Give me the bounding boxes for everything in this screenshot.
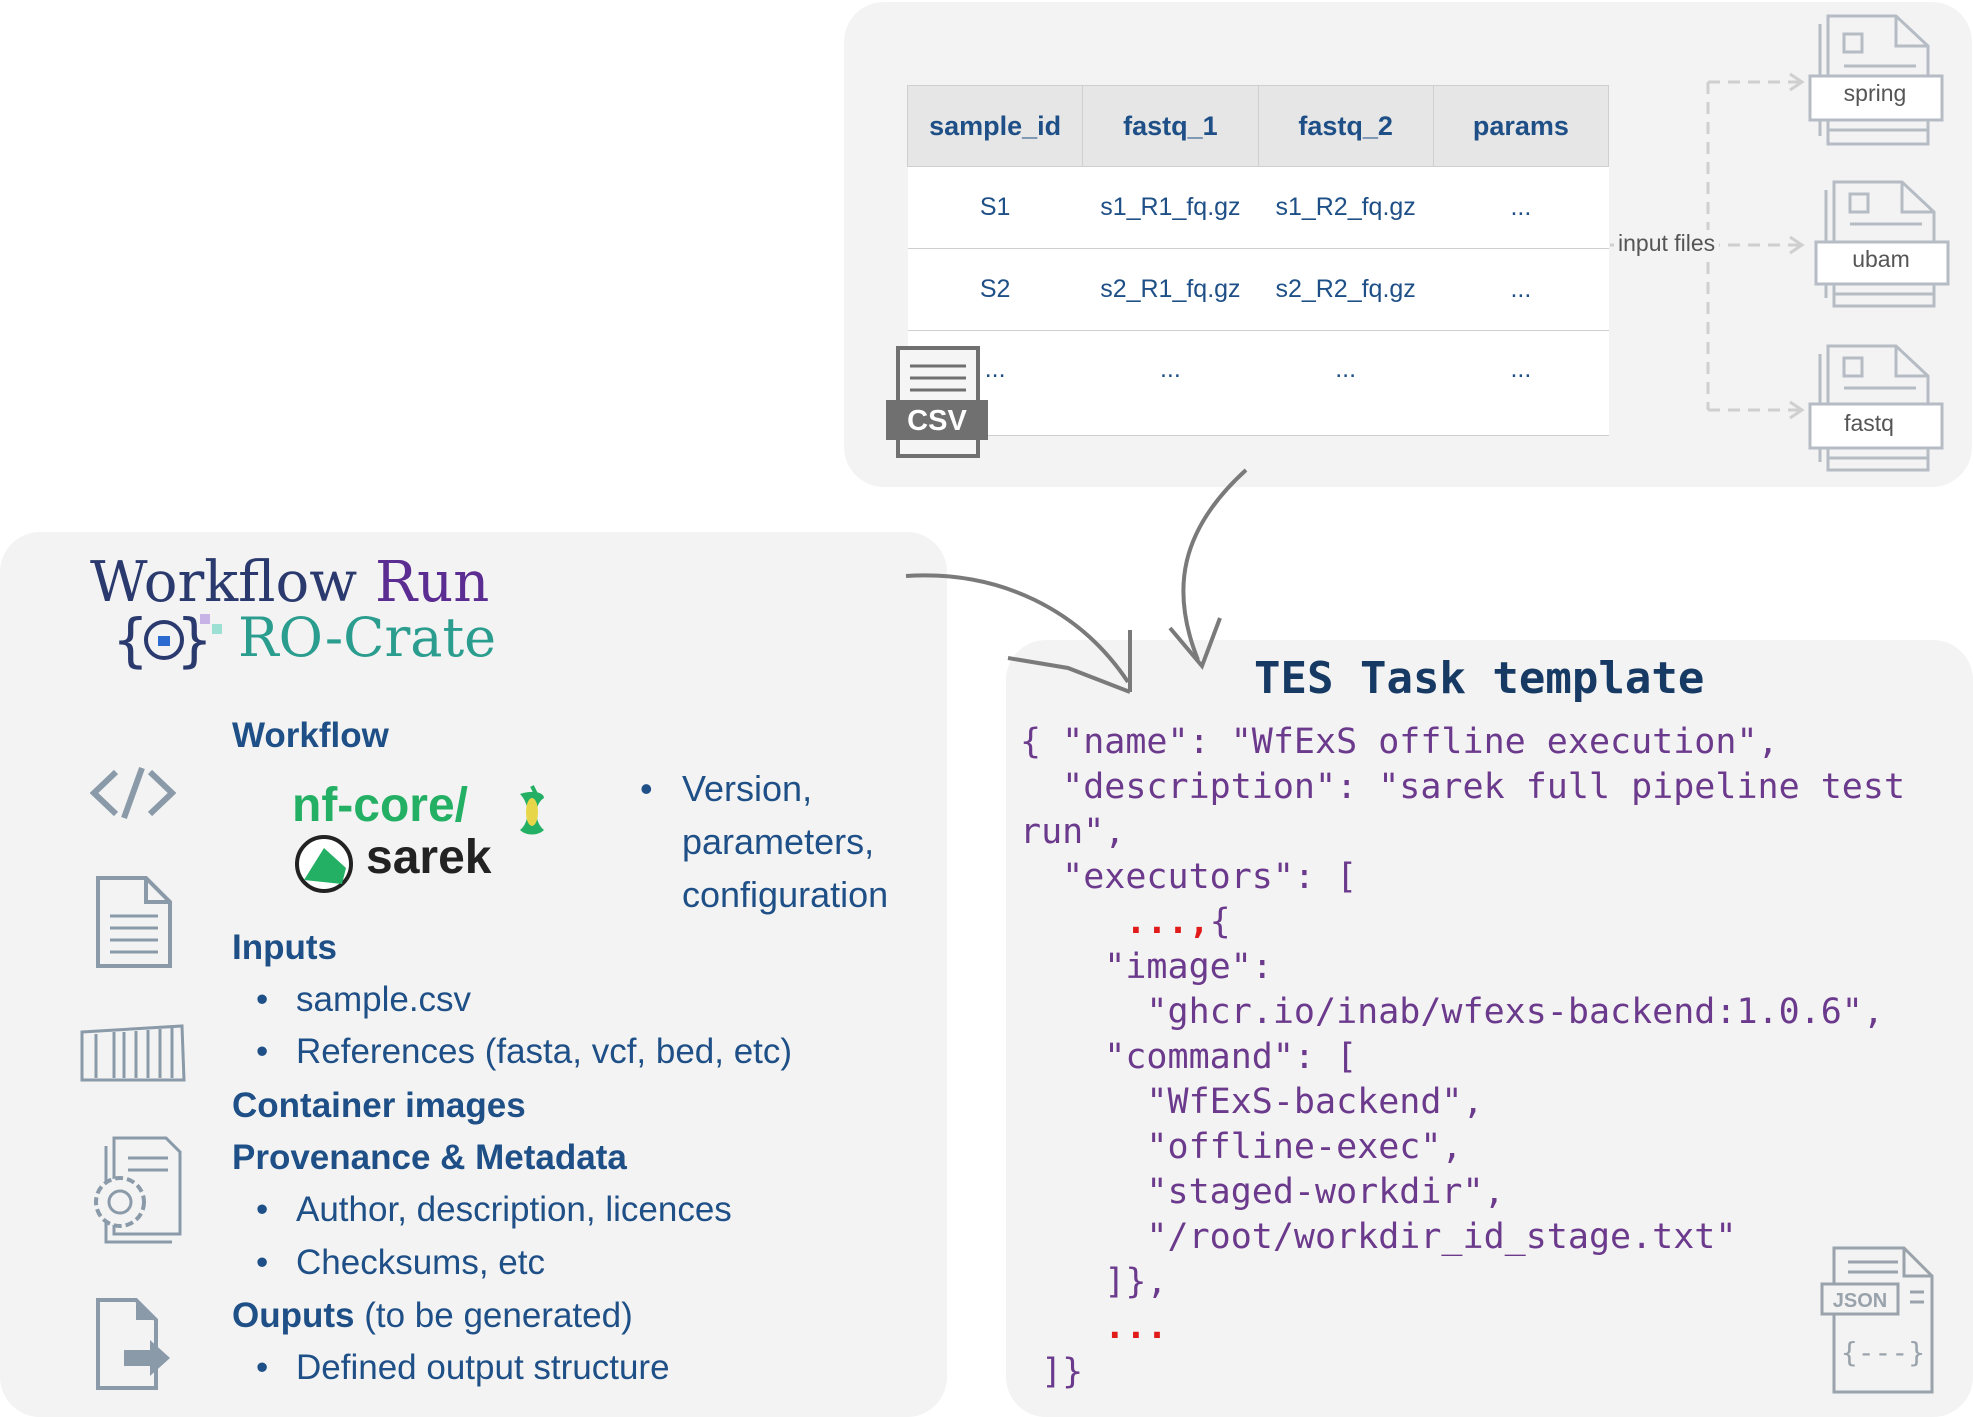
- logo-workflow-text: Workflow: [90, 550, 358, 615]
- json-badge: JSON: [1833, 1290, 1887, 1312]
- spring-file-icon: [1808, 14, 1944, 146]
- workflow-bullet: • Version, parameters, configuration: [640, 762, 889, 921]
- ro-crate-logo-subtitle: RO-Crate: [238, 606, 497, 669]
- json-file-icon: JSON {---}: [1820, 1246, 1934, 1394]
- list-item: Checksums, etc: [256, 1243, 545, 1283]
- outputs-heading-text: Ouputs: [232, 1296, 355, 1335]
- list-item: sample.csv: [256, 980, 471, 1020]
- code-line: "staged-workdir",: [1020, 1172, 1505, 1212]
- ubam-file-icon: [1814, 180, 1950, 308]
- code-line: run",: [1020, 812, 1126, 852]
- metadata-settings-icon: [94, 1136, 182, 1244]
- nf-core-logo-text: nf-core/: [292, 778, 468, 833]
- bullet-icon: •: [640, 768, 653, 809]
- flow-arrows: [905, 468, 1248, 694]
- tes-title: TES Task template: [1254, 653, 1705, 704]
- table-cell: s2_R1_fq.gz: [1082, 248, 1258, 331]
- list-item: Author, description, licences: [256, 1190, 732, 1230]
- code-line: "executors": [: [1020, 857, 1358, 897]
- file-type-label: fastq: [1844, 410, 1894, 436]
- code-line: {: [1209, 902, 1231, 942]
- sarek-logo-icon: [295, 835, 353, 893]
- code-line: "description": "sarek full pipeline test: [1020, 767, 1906, 807]
- file-type-label: ubam: [1852, 246, 1910, 272]
- code-ellipsis: ...: [1104, 1307, 1168, 1347]
- container-images-heading: Container images: [232, 1086, 526, 1125]
- code-line: "WfExS-backend",: [1020, 1082, 1484, 1122]
- outputs-heading: Ouputs (to be generated): [232, 1296, 633, 1336]
- arrow-down-icon: [1181, 468, 1248, 661]
- arrow-right-icon: [905, 573, 1130, 684]
- table-cell: s1_R2_fq.gz: [1258, 166, 1434, 249]
- apple-core-icon: [520, 785, 544, 835]
- code-line: ]},: [1020, 1262, 1168, 1302]
- code-line: "offline-exec",: [1020, 1127, 1463, 1167]
- sample-table: sample_id fastq_1 fastq_2 params S1 s1_R…: [906, 85, 1610, 436]
- outputs-note: (to be generated): [364, 1296, 633, 1335]
- table-cell: ...: [1433, 248, 1609, 331]
- sarek-text: sarek: [366, 831, 492, 884]
- bullet-line: Version,: [682, 768, 813, 809]
- table-cell: S1: [907, 166, 1083, 249]
- code-line: "/root/workdir_id_stage.txt": [1020, 1217, 1737, 1257]
- code-line: { "name": "WfExS offline execution",: [1020, 722, 1779, 762]
- code-line: "command": [: [1020, 1037, 1358, 1077]
- table-cell: ...: [1433, 330, 1609, 436]
- code-line: ]}: [1020, 1352, 1084, 1392]
- output-file-icon: [96, 1298, 170, 1390]
- json-braces: {---}: [1841, 1336, 1925, 1369]
- list-item: References (fasta, vcf, bed, etc): [256, 1032, 792, 1072]
- container-icon: [80, 1024, 186, 1082]
- svg-text:{: {: [112, 610, 149, 674]
- table-cell: S2: [907, 248, 1083, 331]
- list-item: Defined output structure: [256, 1348, 670, 1388]
- nf-core-text: nf-core/: [292, 779, 469, 832]
- bullet-line: parameters,: [682, 821, 875, 862]
- logo-run-text: Run: [375, 550, 490, 615]
- table-row: ... ... ... ...: [907, 330, 1609, 436]
- ro-crate-logo-title: Workflow Run: [90, 550, 489, 615]
- fastq-file-icon: [1808, 344, 1944, 472]
- column-header: sample_id: [906, 85, 1084, 167]
- code-line: "ghcr.io/inab/wfexs-backend:1.0.6",: [1020, 992, 1884, 1032]
- table-cell: s2_R2_fq.gz: [1258, 248, 1434, 331]
- table-cell: ...: [1258, 330, 1434, 436]
- file-type-label: spring: [1843, 80, 1907, 106]
- table-cell: ...: [1082, 330, 1258, 436]
- code-ellipsis: ...,: [1125, 902, 1210, 942]
- document-icon: [96, 876, 172, 968]
- csv-badge: CSV: [907, 405, 967, 437]
- inputs-heading: Inputs: [232, 928, 337, 967]
- table-cell: ...: [1433, 166, 1609, 249]
- table-row: S1 s1_R1_fq.gz s1_R2_fq.gz ...: [907, 166, 1609, 249]
- provenance-heading: Provenance & Metadata: [232, 1138, 627, 1177]
- column-header: fastq_2: [1257, 85, 1434, 167]
- ro-crate-logo-icon: { }: [112, 610, 222, 674]
- table-header-row: sample_id fastq_1 fastq_2 params: [906, 85, 1610, 167]
- tes-code-block: { "name": "WfExS offline execution", "de…: [1020, 720, 1905, 1395]
- bullet-line: configuration: [682, 874, 889, 915]
- tes-panel: [1006, 640, 1973, 1417]
- table-row: S2 s2_R1_fq.gz s2_R2_fq.gz ...: [907, 248, 1609, 331]
- csv-file-icon: CSV: [886, 346, 988, 458]
- column-header: params: [1432, 85, 1610, 167]
- table-cell: s1_R1_fq.gz: [1082, 166, 1258, 249]
- input-files-label: input files: [1614, 230, 1720, 257]
- column-header: fastq_1: [1082, 85, 1259, 167]
- code-icon: [90, 766, 176, 820]
- code-line: "image":: [1020, 947, 1273, 987]
- workflow-heading: Workflow: [232, 716, 389, 755]
